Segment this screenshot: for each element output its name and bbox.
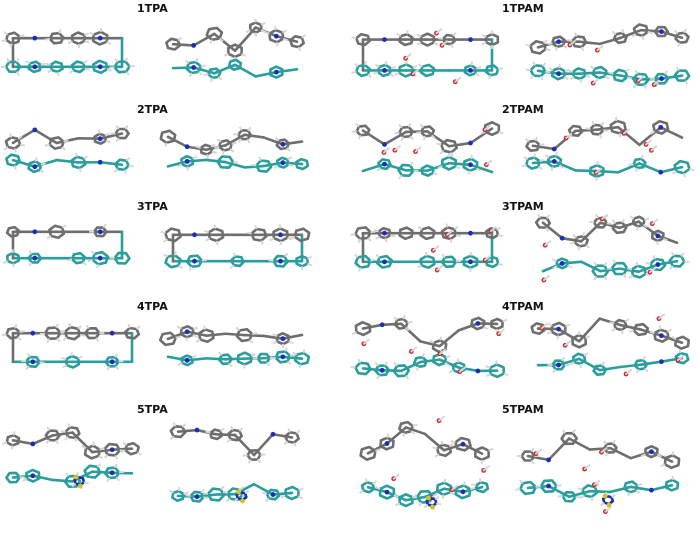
molecule-structure <box>358 415 494 511</box>
molecule-structure <box>160 224 313 271</box>
molecule-structure <box>3 124 134 175</box>
molecule-structure <box>158 324 311 369</box>
molecule-structure <box>515 429 681 515</box>
panel-label-4tpa: 4TPA <box>137 300 168 313</box>
molecule-structure <box>521 116 695 181</box>
panel-label-5tpam: 5TPAM <box>502 403 544 416</box>
molecule-structure <box>1 322 141 371</box>
molecule-structure <box>0 27 135 77</box>
molecule-structure <box>530 313 690 377</box>
panel-label-3tpa: 3TPA <box>137 200 168 213</box>
molecule-structure <box>350 314 509 380</box>
panel-label-4tpam: 4TPAM <box>502 300 544 313</box>
molecule-structure <box>2 423 142 490</box>
molecule-structure <box>534 213 690 283</box>
panel-label-1tpa: 1TPA <box>137 2 168 15</box>
panel-label-3tpam: 3TPAM <box>502 200 544 213</box>
panel-label-2tpa: 2TPA <box>137 103 168 116</box>
panel-label-2tpam: 2TPAM <box>502 103 544 116</box>
molecule-structure <box>2 223 131 269</box>
molecule-structure <box>159 126 310 173</box>
molecule-structure <box>350 223 503 273</box>
molecule-structure <box>168 422 304 504</box>
molecule-structure <box>351 28 504 85</box>
molecule-structure <box>165 18 307 83</box>
panel-label-1tpam: 1TPAM <box>502 2 544 15</box>
molecule-structure <box>351 121 504 180</box>
molecule-structure <box>525 23 691 90</box>
panel-label-5tpa: 5TPA <box>137 403 168 416</box>
